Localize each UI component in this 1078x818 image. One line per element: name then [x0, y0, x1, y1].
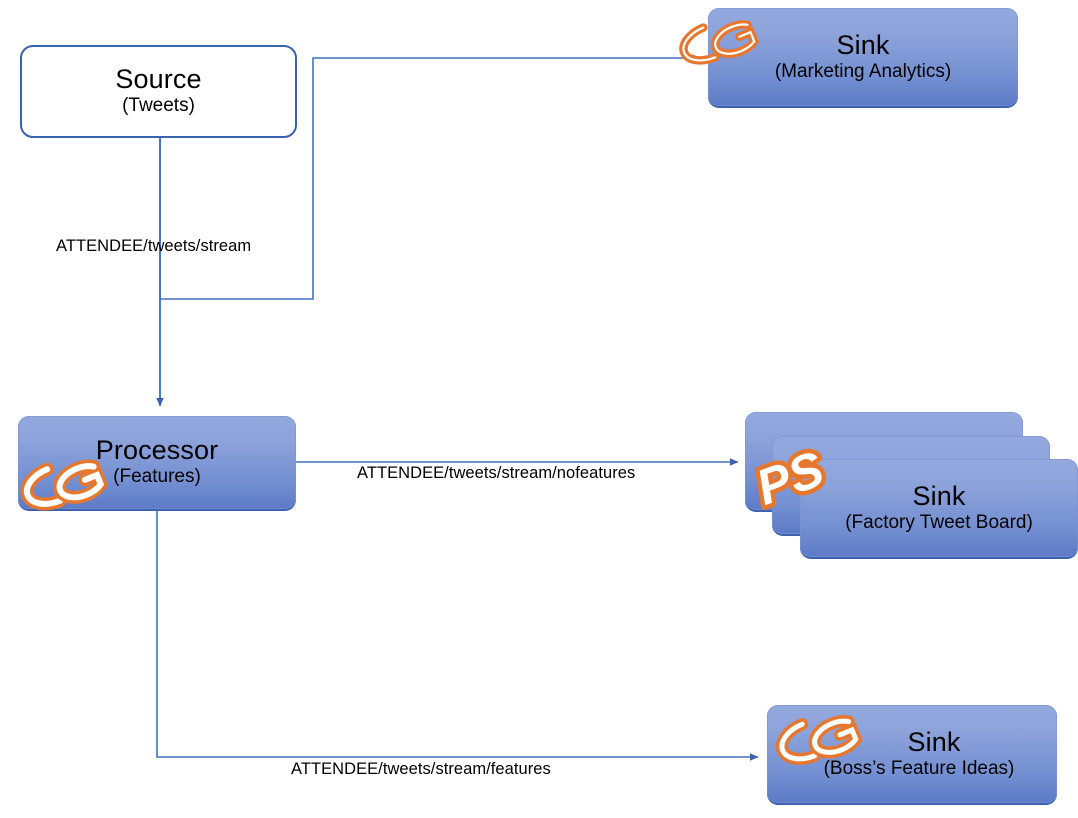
node-processor-subtitle: (Features) — [113, 466, 201, 488]
node-processor-title: Processor — [95, 435, 219, 466]
node-source[interactable]: Source (Tweets) — [20, 45, 297, 138]
node-source-title: Source — [115, 64, 202, 95]
node-sink-marketing[interactable]: Sink (Marketing Analytics) — [708, 8, 1018, 108]
node-source-subtitle: (Tweets) — [122, 95, 195, 117]
node-sink-factory-subtitle: (Factory Tweet Board) — [845, 511, 1033, 533]
node-sink-boss-title: Sink — [907, 726, 961, 757]
node-sink-marketing-subtitle: (Marketing Analytics) — [774, 60, 952, 82]
node-sink-boss-subtitle: (Boss’s Feature Ideas) — [823, 757, 1015, 779]
edge-label-processor-to-factory: ATTENDEE/tweets/stream/nofeatures — [357, 464, 636, 482]
node-sink-factory-title: Sink — [912, 480, 966, 511]
node-processor[interactable]: Processor (Features) — [18, 416, 296, 511]
node-sink-marketing-title: Sink — [836, 29, 890, 60]
connector-processor-to-boss — [156, 511, 759, 761]
edge-label-source-to-processor: ATTENDEE/tweets/stream — [56, 237, 252, 255]
node-sink-factory[interactable]: Sink (Factory Tweet Board) — [800, 459, 1078, 559]
edge-label-processor-to-boss: ATTENDEE/tweets/stream/features — [291, 760, 551, 778]
node-sink-boss[interactable]: Sink (Boss’s Feature Ideas) — [767, 705, 1057, 805]
